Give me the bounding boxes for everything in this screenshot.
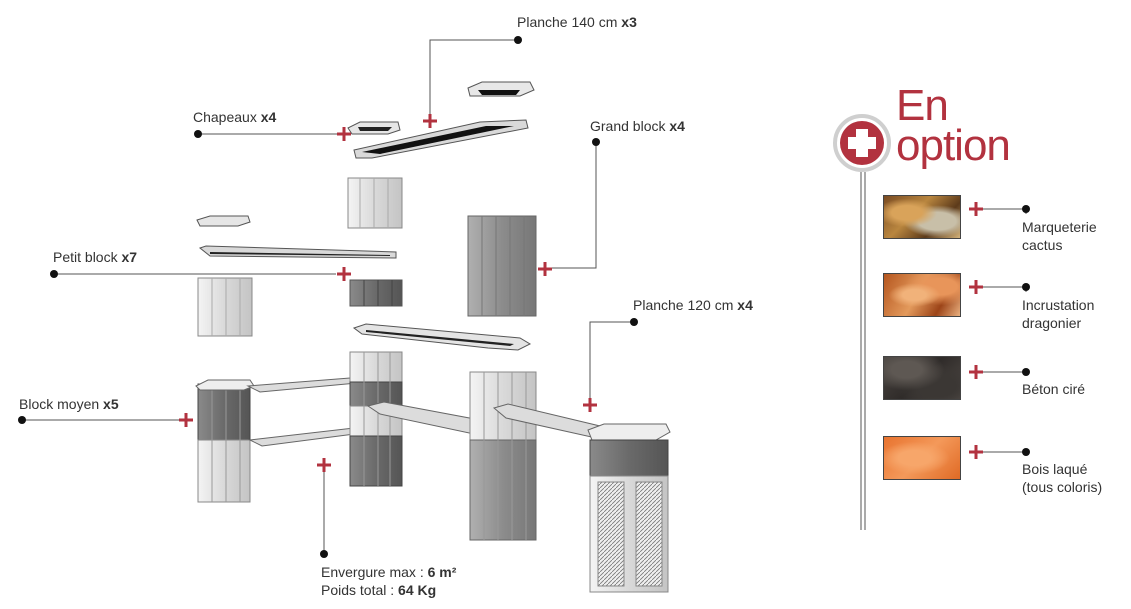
option-line1: Incrustation: [1022, 297, 1095, 313]
label-grand-block: Grand block x4: [590, 118, 685, 135]
dot-option-3: [1022, 368, 1030, 376]
label-chapeaux: Chapeaux x4: [193, 109, 276, 126]
label-petit-block: Petit block x7: [53, 249, 137, 266]
label-block-moyen: Block moyen x5: [19, 396, 119, 413]
option-line1: Bois laqué: [1022, 461, 1088, 477]
part-name: Petit block: [53, 249, 118, 265]
plus-icon: [969, 365, 983, 379]
plus-markers: [179, 114, 983, 472]
option-line1: Marqueterie: [1022, 219, 1097, 235]
leader-option-2: [976, 286, 1027, 292]
plus-icon: [969, 202, 983, 216]
dot-chapeaux: [194, 130, 202, 138]
dot-envergure: [320, 550, 328, 558]
spec-value: 64 Kg: [398, 582, 437, 598]
part-qty: x7: [121, 249, 138, 265]
plus-icon: [969, 280, 983, 294]
plus-icon: [969, 445, 983, 459]
option-title-line2: option: [896, 121, 1011, 170]
callout-dots: [18, 36, 1030, 558]
option-marqueterie: Marqueterie cactus: [1022, 218, 1097, 254]
option-divider: [860, 172, 866, 530]
cross-icon: [848, 129, 876, 157]
plus-icon: [337, 127, 351, 141]
spec-label: Envergure max :: [321, 564, 424, 580]
option-title: En option: [896, 81, 1011, 170]
part-name: Grand block: [590, 118, 666, 134]
option-bois: Bois laqué (tous coloris): [1022, 460, 1102, 496]
label-planche-120: Planche 120 cm x4: [633, 297, 753, 314]
swatch-bois: [883, 436, 961, 480]
leader-planche-120: [589, 321, 634, 398]
spec-label: Poids total :: [321, 582, 395, 598]
planche-140-part: [353, 81, 535, 159]
option-badge: [833, 114, 891, 172]
swatch-marqueterie: [883, 195, 961, 239]
plus-icon: [179, 413, 193, 427]
option-line2: cactus: [1022, 237, 1063, 253]
light-block-top: [347, 177, 403, 229]
swatch-incrustation: [883, 273, 961, 317]
part-qty: x4: [669, 118, 685, 134]
leader-option-3: [976, 371, 1027, 374]
part-name: Block moyen: [19, 396, 100, 412]
part-qty: x5: [103, 396, 119, 412]
option-title-line1: En: [896, 81, 949, 130]
leader-planche-140: [429, 39, 518, 118]
part-name: Planche 140 cm: [517, 14, 618, 30]
plus-icon: [337, 267, 351, 281]
option-line2: (tous coloris): [1022, 479, 1103, 495]
dot-petit-block: [50, 270, 58, 278]
chapeaux-part: [347, 121, 401, 135]
spec-value: 6 m²: [427, 564, 457, 580]
part-qty: x4: [260, 109, 277, 125]
label-planche-140: Planche 140 cm x3: [517, 14, 637, 31]
petit-block-part: [197, 277, 403, 337]
dot-planche-140: [514, 36, 522, 44]
plus-icon: [538, 262, 552, 276]
label-envergure: Envergure max : 6 m²: [321, 564, 456, 581]
part-name: Chapeaux: [193, 109, 257, 125]
label-poids: Poids total : 64 Kg: [321, 582, 436, 599]
middle-board: [352, 323, 532, 351]
dot-block-moyen: [18, 416, 26, 424]
dot-grand-block: [592, 138, 600, 146]
dot-option-2: [1022, 283, 1030, 291]
plus-icon: [423, 114, 437, 128]
leader-option-1: [976, 208, 1027, 214]
leader-grand-block: [548, 142, 597, 269]
part-name: Planche 120 cm: [633, 297, 734, 313]
small-board-left: [196, 215, 397, 259]
leader-option-4: [976, 451, 1027, 456]
dot-option-4: [1022, 448, 1030, 456]
part-qty: x3: [621, 14, 637, 30]
assembled-structure: [195, 351, 671, 593]
plus-icon: [583, 398, 597, 412]
plus-icon: [317, 458, 331, 472]
option-line1: Béton ciré: [1022, 381, 1086, 397]
swatch-beton: [883, 356, 961, 400]
dot-planche-120: [630, 318, 638, 326]
part-qty: x4: [737, 297, 753, 313]
option-incrustation: Incrustation dragonier: [1022, 296, 1094, 332]
grand-block-part: [467, 215, 537, 317]
option-beton: Béton ciré: [1022, 380, 1085, 398]
dot-option-1: [1022, 205, 1030, 213]
option-line2: dragonier: [1022, 315, 1082, 331]
